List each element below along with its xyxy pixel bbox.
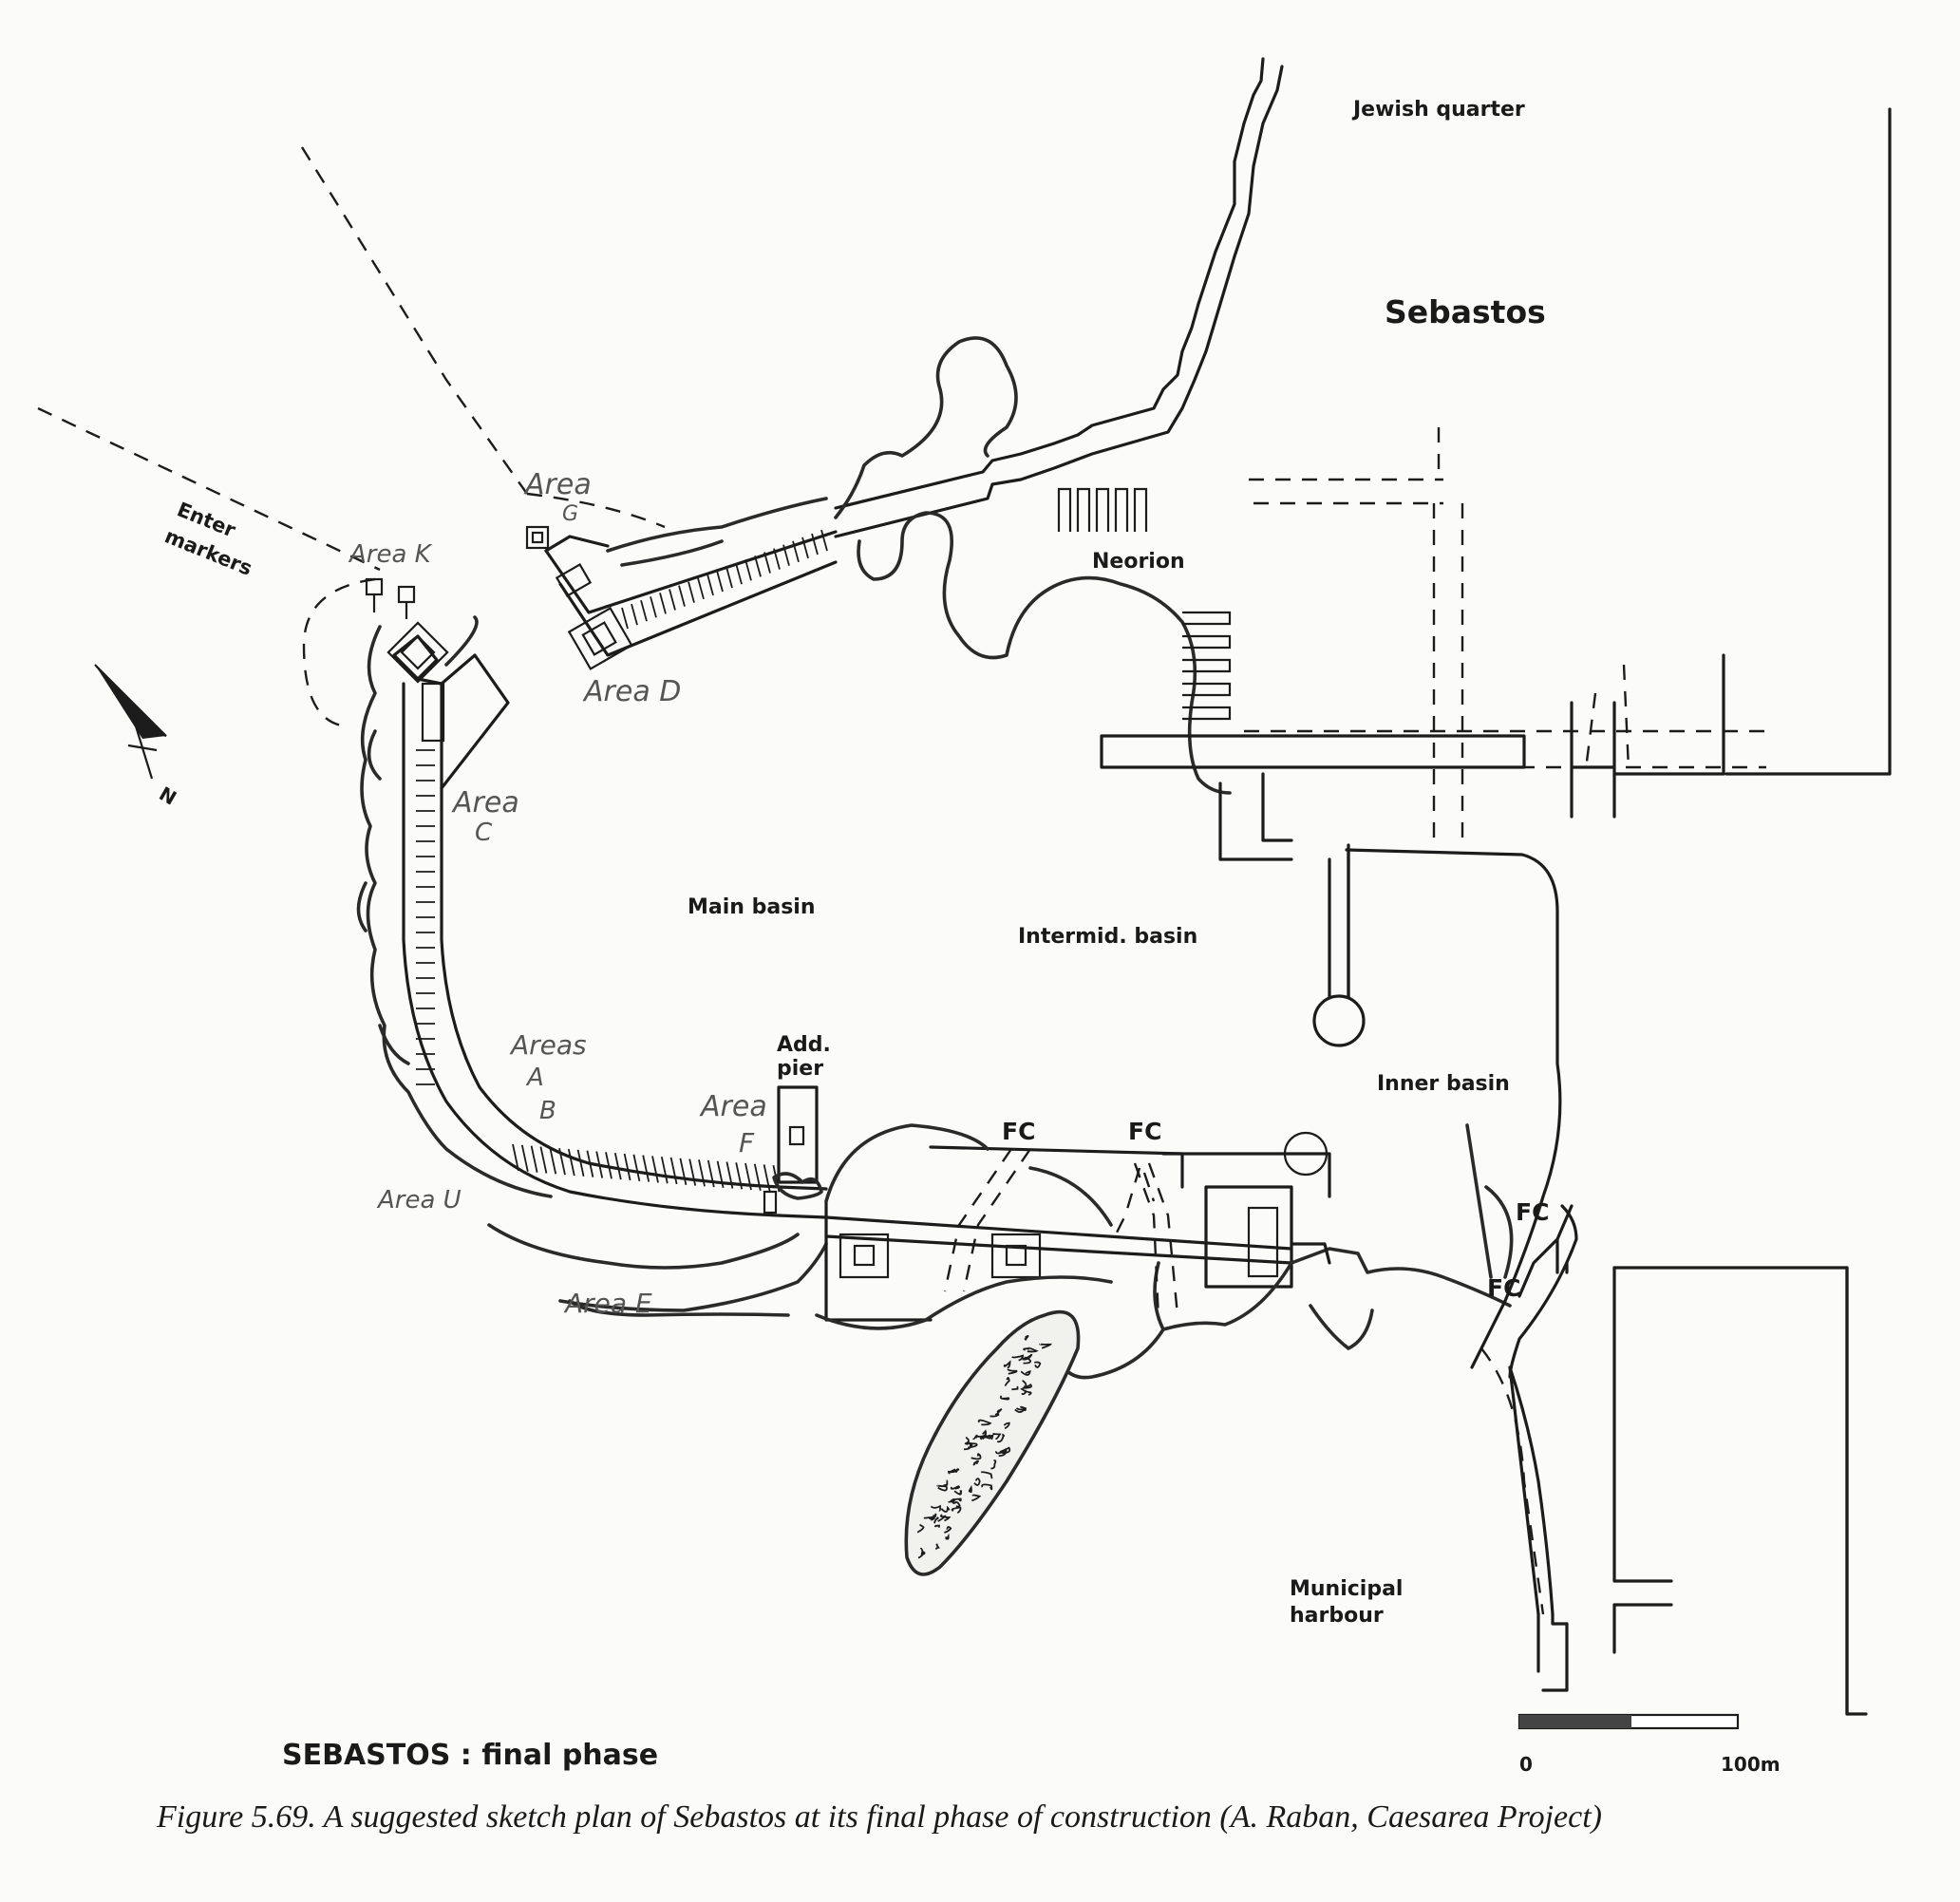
label-title: SEBASTOS : final phase <box>282 1739 658 1772</box>
label-neorion: Neorion <box>1092 550 1185 574</box>
northern-city-wall <box>834 57 1284 795</box>
hand-area-c-1: Area <box>451 786 519 819</box>
area-g-tower <box>525 525 550 550</box>
hand-area-f-1: Area <box>699 1090 767 1123</box>
label-sebastos: Sebastos <box>1385 293 1546 330</box>
hand-areas-ab-3: B <box>539 1097 556 1125</box>
main-breakwater <box>356 577 828 1317</box>
label-fc-1: FC <box>1002 1118 1035 1145</box>
hand-area-g-2: G <box>562 502 578 526</box>
label-municipal-2: harbour <box>1290 1604 1384 1628</box>
label-fc-2: FC <box>1128 1118 1161 1145</box>
label-jewish-quarter: Jewish quarter <box>1351 98 1525 122</box>
sfc-tower-2 <box>990 1233 1042 1279</box>
rubble-reef <box>904 1309 1081 1576</box>
label-intermid-basin: Intermid. basin <box>1018 925 1197 949</box>
label-inner-basin: Inner basin <box>1377 1072 1510 1096</box>
inner-basins <box>1100 107 1892 1716</box>
label-add-pier-2: pier <box>777 1057 823 1081</box>
label-add-pier-1: Add. <box>777 1033 831 1057</box>
hand-area-d: Area D <box>582 675 681 708</box>
scale-zero: 0 <box>1519 1753 1533 1776</box>
area-k-tower <box>386 621 449 684</box>
northern-breakwater <box>525 497 838 670</box>
hand-areas-ab-1: Areas <box>509 1029 587 1061</box>
hand-area-u: Area U <box>376 1186 462 1215</box>
scale-bar <box>1517 1713 1740 1730</box>
label-north: N <box>156 782 181 810</box>
add-pier <box>772 1085 823 1200</box>
north-arrow <box>94 664 167 780</box>
figure-caption: Figure 5.69. A suggested sketch plan of … <box>157 1799 1602 1835</box>
southern-breakwater <box>815 1123 1514 1380</box>
hand-area-g-1: Area <box>523 468 592 501</box>
scale-max: 100m <box>1721 1753 1781 1776</box>
sfc-tower-1 <box>839 1233 890 1279</box>
hand-area-c-2: C <box>475 819 493 847</box>
hand-area-e: Area E <box>563 1288 652 1319</box>
hand-area-k: Area K <box>348 540 433 569</box>
approach-lines <box>37 146 666 728</box>
label-fc-3: FC <box>1516 1198 1549 1226</box>
label-municipal-1: Municipal <box>1290 1577 1403 1601</box>
area-d-tower <box>567 606 633 670</box>
label-main-basin: Main basin <box>688 895 816 919</box>
hand-area-f-2: F <box>739 1127 755 1158</box>
hand-areas-ab-2: A <box>525 1064 544 1092</box>
southern-building <box>1204 1185 1293 1289</box>
label-fc-4: FC <box>1487 1274 1520 1302</box>
neorion <box>1057 487 1232 721</box>
